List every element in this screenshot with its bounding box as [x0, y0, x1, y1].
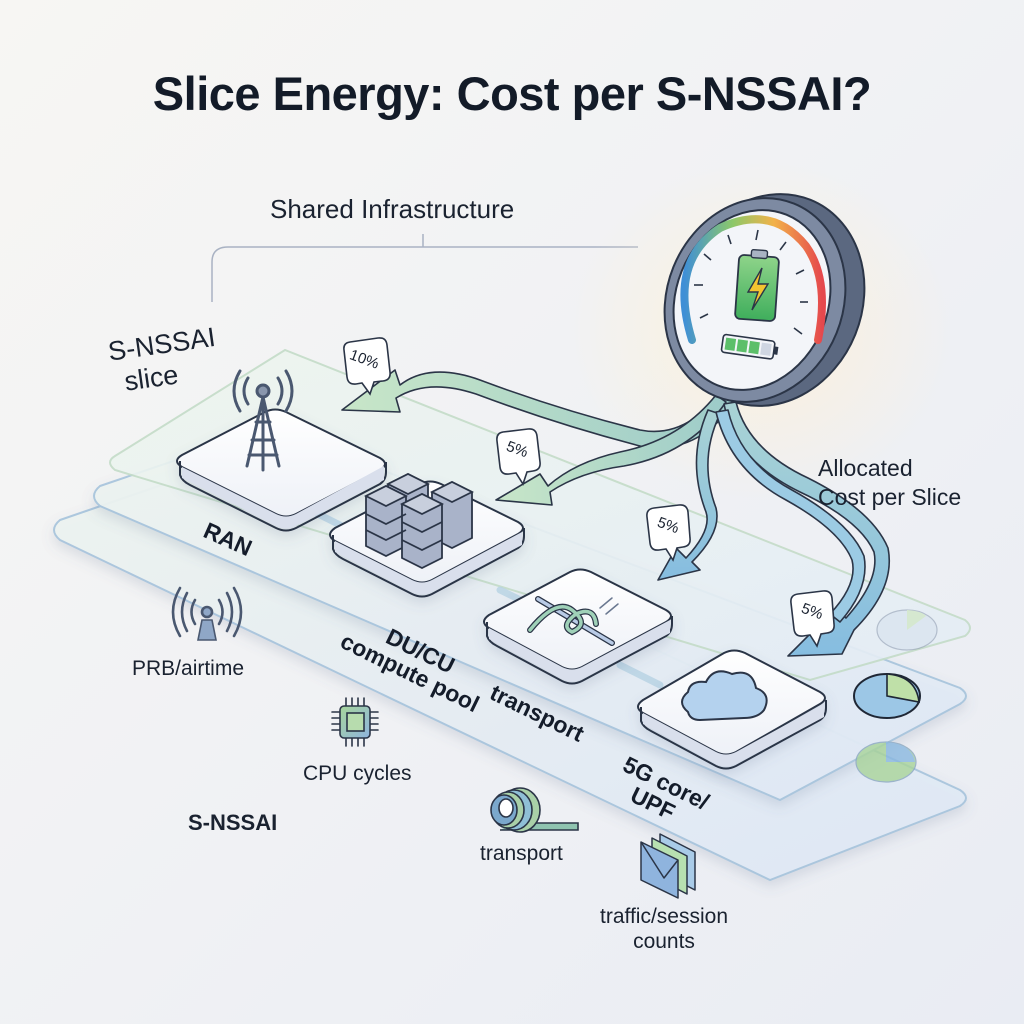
server-stack-icon [363, 472, 475, 570]
metric-label-traffic: traffic/session counts [600, 905, 728, 954]
page-title: Slice Energy: Cost per S-NSSAI? [152, 67, 872, 120]
slice-pie-top [876, 609, 938, 651]
cell-tower-icon [232, 369, 294, 472]
radio-signal-icon [171, 586, 243, 641]
metric-label-cpu: CPU cycles [303, 762, 412, 785]
percent-callout-core [790, 590, 835, 648]
fiber-coil-icon [490, 787, 579, 833]
allocated-cost-label: Allocated Cost per Slice [818, 455, 962, 510]
fiber-knot-icon [527, 596, 619, 646]
allocation-arrows [341, 369, 890, 657]
metric-label-prb: PRB/airtime [132, 657, 245, 680]
percent-callout-transport [646, 504, 691, 562]
envelope-stack-icon [640, 833, 696, 899]
shared-infrastructure-label: Shared Infrastructure [270, 194, 515, 224]
cloud-icon [681, 670, 768, 722]
slice-pie-bottom [855, 741, 917, 783]
metric-label-transport: transport [480, 842, 563, 865]
percent-callout-ran [343, 337, 391, 396]
cpu-chip-icon [331, 697, 379, 747]
percent-callout-du-cu [496, 428, 541, 486]
shared-infrastructure-bracket [211, 234, 638, 302]
node-tile-ran[interactable] [176, 408, 387, 532]
snssai-bottom-label: S-NSSAI [188, 810, 278, 835]
energy-gauge-icon [663, 193, 866, 407]
slice-pie-middle [853, 673, 921, 719]
